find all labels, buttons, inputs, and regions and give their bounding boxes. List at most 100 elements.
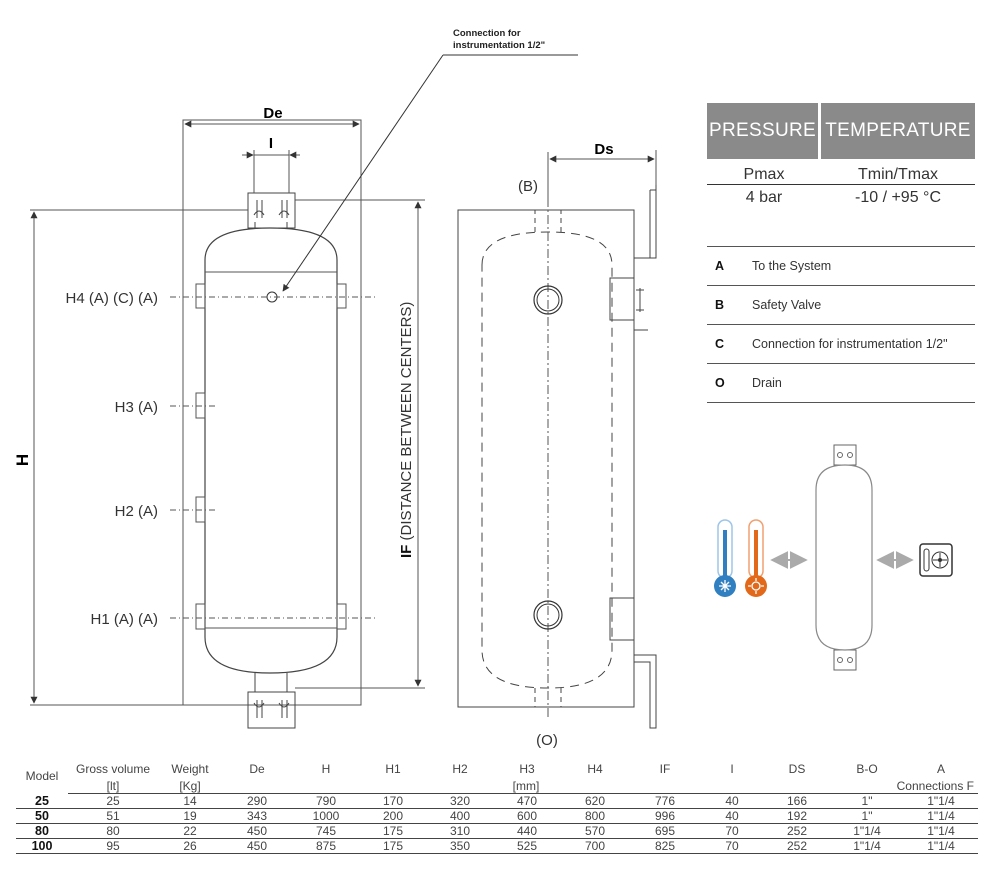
annotation-line-1: Connection for [453,28,521,39]
spec-header-row: PRESSURE TEMPERATURE [707,103,975,159]
table-cell: 80 [68,823,158,839]
unit-cell: [Kg] [158,779,222,794]
table-cell: 570 [560,823,630,839]
table-cell: 1000 [292,808,360,824]
model-cell: 80 [16,823,68,839]
table-cell: 14 [158,793,222,809]
table-cell: 1"1/4 [830,823,904,839]
model-header: Model [25,769,59,784]
table-cell: 200 [360,808,426,824]
installation-illustration [770,444,914,671]
column-header: H2 [452,762,468,776]
o-label: (O) [536,732,558,749]
hvac-unit-icon [919,543,953,577]
temperature-header: TEMPERATURE [821,103,975,159]
table-cell: 776 [630,793,700,809]
table-cell: 700 [560,838,630,854]
column-header: H [321,762,331,776]
table-cell: 1"1/4 [904,793,978,809]
table-cell: 450 [222,838,292,854]
column-header: H3 [519,762,535,776]
table-cell: 1" [830,793,904,809]
port-h2-label: H2 (A) [115,503,158,520]
legend-item: A To the System [707,246,975,285]
side-view [457,150,657,729]
h-dimension-label: H [13,454,32,466]
table-cell: 825 [630,838,700,854]
table-cell: 95 [68,838,158,854]
temperature-value: -10 / +95 °C [855,189,941,206]
table-cell: 166 [764,793,830,809]
table-cell: 252 [764,823,830,839]
spec-value-row: 4 bar -10 / +95 °C [707,185,975,211]
table-cell: 745 [292,823,360,839]
column-header: De [249,762,265,776]
table-cell: 25 [68,793,158,809]
model-cell: 50 [16,808,68,824]
dimensions-table: Model Gross volume Weight De H H1 H2 H3 … [16,759,978,854]
legend-key: C [715,337,725,351]
table-cell: 19 [158,808,222,824]
table-cell: 350 [426,838,494,854]
table-cell: 1"1/4 [904,823,978,839]
table-cell: 192 [764,808,830,824]
table-cell: 252 [764,838,830,854]
i-label: I [269,135,273,152]
port-h1-label: H1 (A) (A) [91,611,159,628]
column-header: DS [788,762,806,776]
table-cell: 70 [700,823,764,839]
column-header: H1 [385,762,401,776]
pressure-value: 4 bar [745,189,783,206]
table-cell: 695 [630,823,700,839]
column-header: B-O [856,762,878,776]
legend-key: A [715,259,725,273]
table-cell: 790 [292,793,360,809]
column-header: IF [659,762,671,776]
legend-key: O [715,376,725,390]
table-cell: 800 [560,808,630,824]
tmin-tmax-label: Tmin/Tmax [858,166,938,183]
legend-text: To the System [752,259,832,273]
unit-cell: [lt] [68,779,158,794]
pressure-header: PRESSURE [707,103,821,159]
table-cell: 620 [560,793,630,809]
unit-cell: [mm] [222,779,830,794]
column-header: H4 [587,762,603,776]
table-cell: 40 [700,793,764,809]
table-cell: 1"1/4 [830,838,904,854]
legend-text: Drain [752,376,782,390]
column-header: A [936,762,945,776]
table-cell: 310 [426,823,494,839]
table-cell: 470 [494,793,560,809]
table-cell: 996 [630,808,700,824]
table-cell: 1"1/4 [904,838,978,854]
table-cell: 1"1/4 [904,808,978,824]
table-units-row: [lt] [Kg] [mm] Connections F [16,779,978,794]
model-cell: 100 [16,838,68,854]
if-dimension-label: IF (DISTANCE BETWEEN CENTERS) [398,302,415,558]
table-cell: 1" [830,808,904,824]
table-cell: 175 [360,838,426,854]
table-cell: 175 [360,823,426,839]
legend-item: O Drain [707,363,975,403]
b-label: (B) [518,178,538,195]
annotation-line-2: instrumentation 1/2" [453,40,545,51]
table-header-row: Model Gross volume Weight De H H1 H2 H3 … [16,759,978,783]
table-cell: 170 [360,793,426,809]
ds-label: Ds [594,141,613,158]
table-cell: 22 [158,823,222,839]
table-cell: 343 [222,808,292,824]
spec-sub-row: Pmax Tmin/Tmax [707,159,975,185]
pmax-label: Pmax [743,166,785,183]
table-cell: 450 [222,823,292,839]
front-view [30,54,578,729]
unit-cell: Connections F [830,779,978,794]
hot-thermometer-icon [745,519,767,597]
table-cell: 600 [494,808,560,824]
model-cell: 25 [16,793,68,809]
